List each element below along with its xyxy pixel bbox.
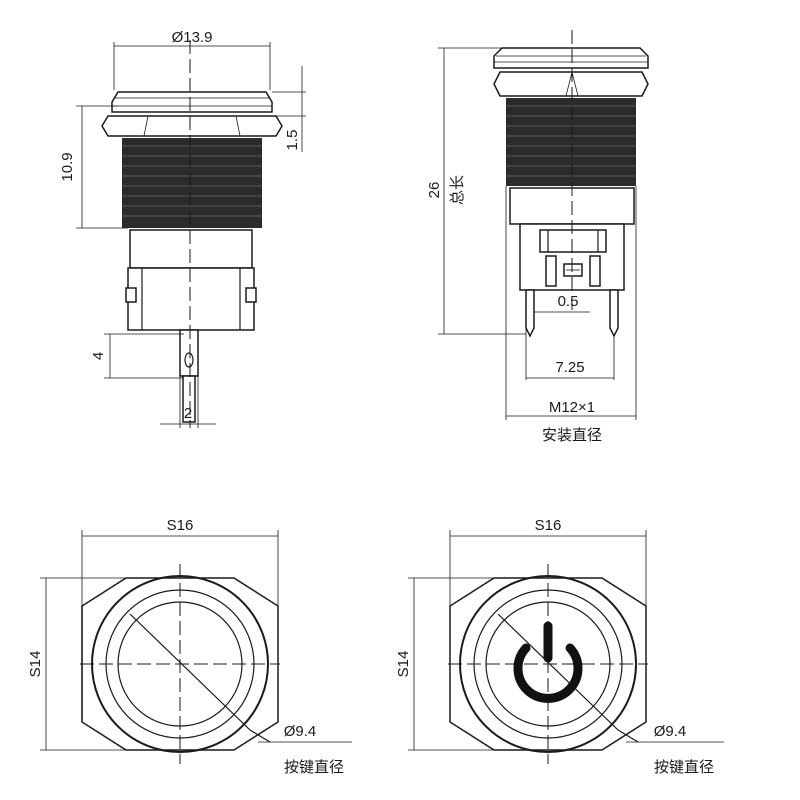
- threaded-body: [506, 98, 636, 186]
- switch-housing: [127, 267, 255, 331]
- button-text: 按键直径: [654, 758, 714, 776]
- button-text: 按键直径: [284, 758, 344, 776]
- dim-pin-pitch-label: 7.25: [555, 359, 584, 376]
- hex-nut: [493, 71, 649, 97]
- dim-button-label: Ø9.4: [284, 723, 317, 740]
- dim-button-label: Ø9.4: [654, 723, 687, 740]
- dim-nut-label: 1.5: [284, 130, 301, 151]
- dim-pin-label: 4: [90, 352, 107, 360]
- dim-total-label: 26: [426, 182, 443, 199]
- dim-pin-width-label: 2: [184, 405, 192, 422]
- power-icon: [513, 621, 583, 703]
- top-view-power: S16 S14 Ø9.4 按键直径: [395, 517, 724, 776]
- button-leader: [497, 613, 619, 731]
- pin-left: [525, 289, 535, 338]
- top-view-plain: S16 S14 Ø9.4 按键直径: [27, 517, 352, 776]
- dim-pin-gap-label: 0.5: [558, 293, 579, 310]
- dim-total-text: 总长: [448, 175, 466, 205]
- pin-right: [609, 289, 619, 338]
- threaded-body: [122, 138, 262, 228]
- dim-width-label: S16: [535, 517, 562, 534]
- dim-height-label: S14: [395, 651, 412, 678]
- mount-text: 安装直径: [542, 426, 602, 444]
- hex-nut: [101, 115, 283, 137]
- button-cap: [111, 91, 273, 113]
- thread-lines: [506, 105, 636, 177]
- dim-thread-label: M12×1: [549, 399, 595, 416]
- side-view: 26 总长 0.5 7.25 M12×1 安装直径: [426, 30, 649, 444]
- button-leader: [129, 613, 251, 731]
- dim-width-label: S16: [167, 517, 194, 534]
- dim-diameter-label: Ø13.9: [172, 29, 213, 46]
- button-cap: [493, 47, 649, 69]
- dim-height-label: S14: [27, 651, 44, 678]
- switch-base: [129, 229, 253, 269]
- dim-height-label: 10.9: [59, 152, 76, 181]
- front-view: Ø13.9 10.9 1.5 4 2: [59, 29, 306, 428]
- thread-lines: [122, 145, 262, 217]
